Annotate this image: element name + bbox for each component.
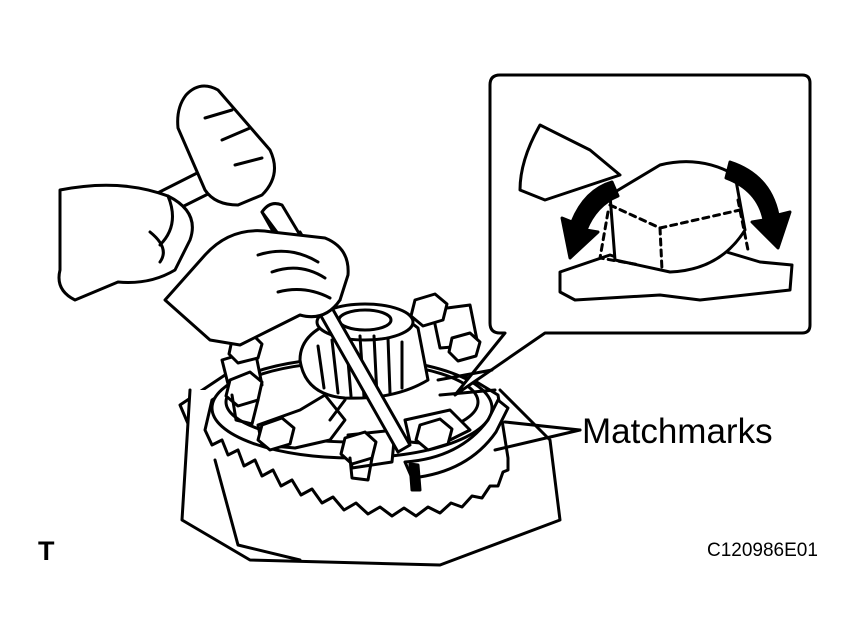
inset-detail-box [453,73,812,397]
hand-icon [57,183,350,347]
bolt-icon [224,292,482,482]
figure-code: C120986E01 [707,540,818,561]
matchmark-band [403,398,510,492]
matchmarks-leader-lines [493,420,582,452]
rotation-arrow-icon [560,160,792,260]
contour-lines [328,368,497,422]
matchmarks-label: Matchmarks [582,412,773,451]
corner-label: T [38,536,55,566]
